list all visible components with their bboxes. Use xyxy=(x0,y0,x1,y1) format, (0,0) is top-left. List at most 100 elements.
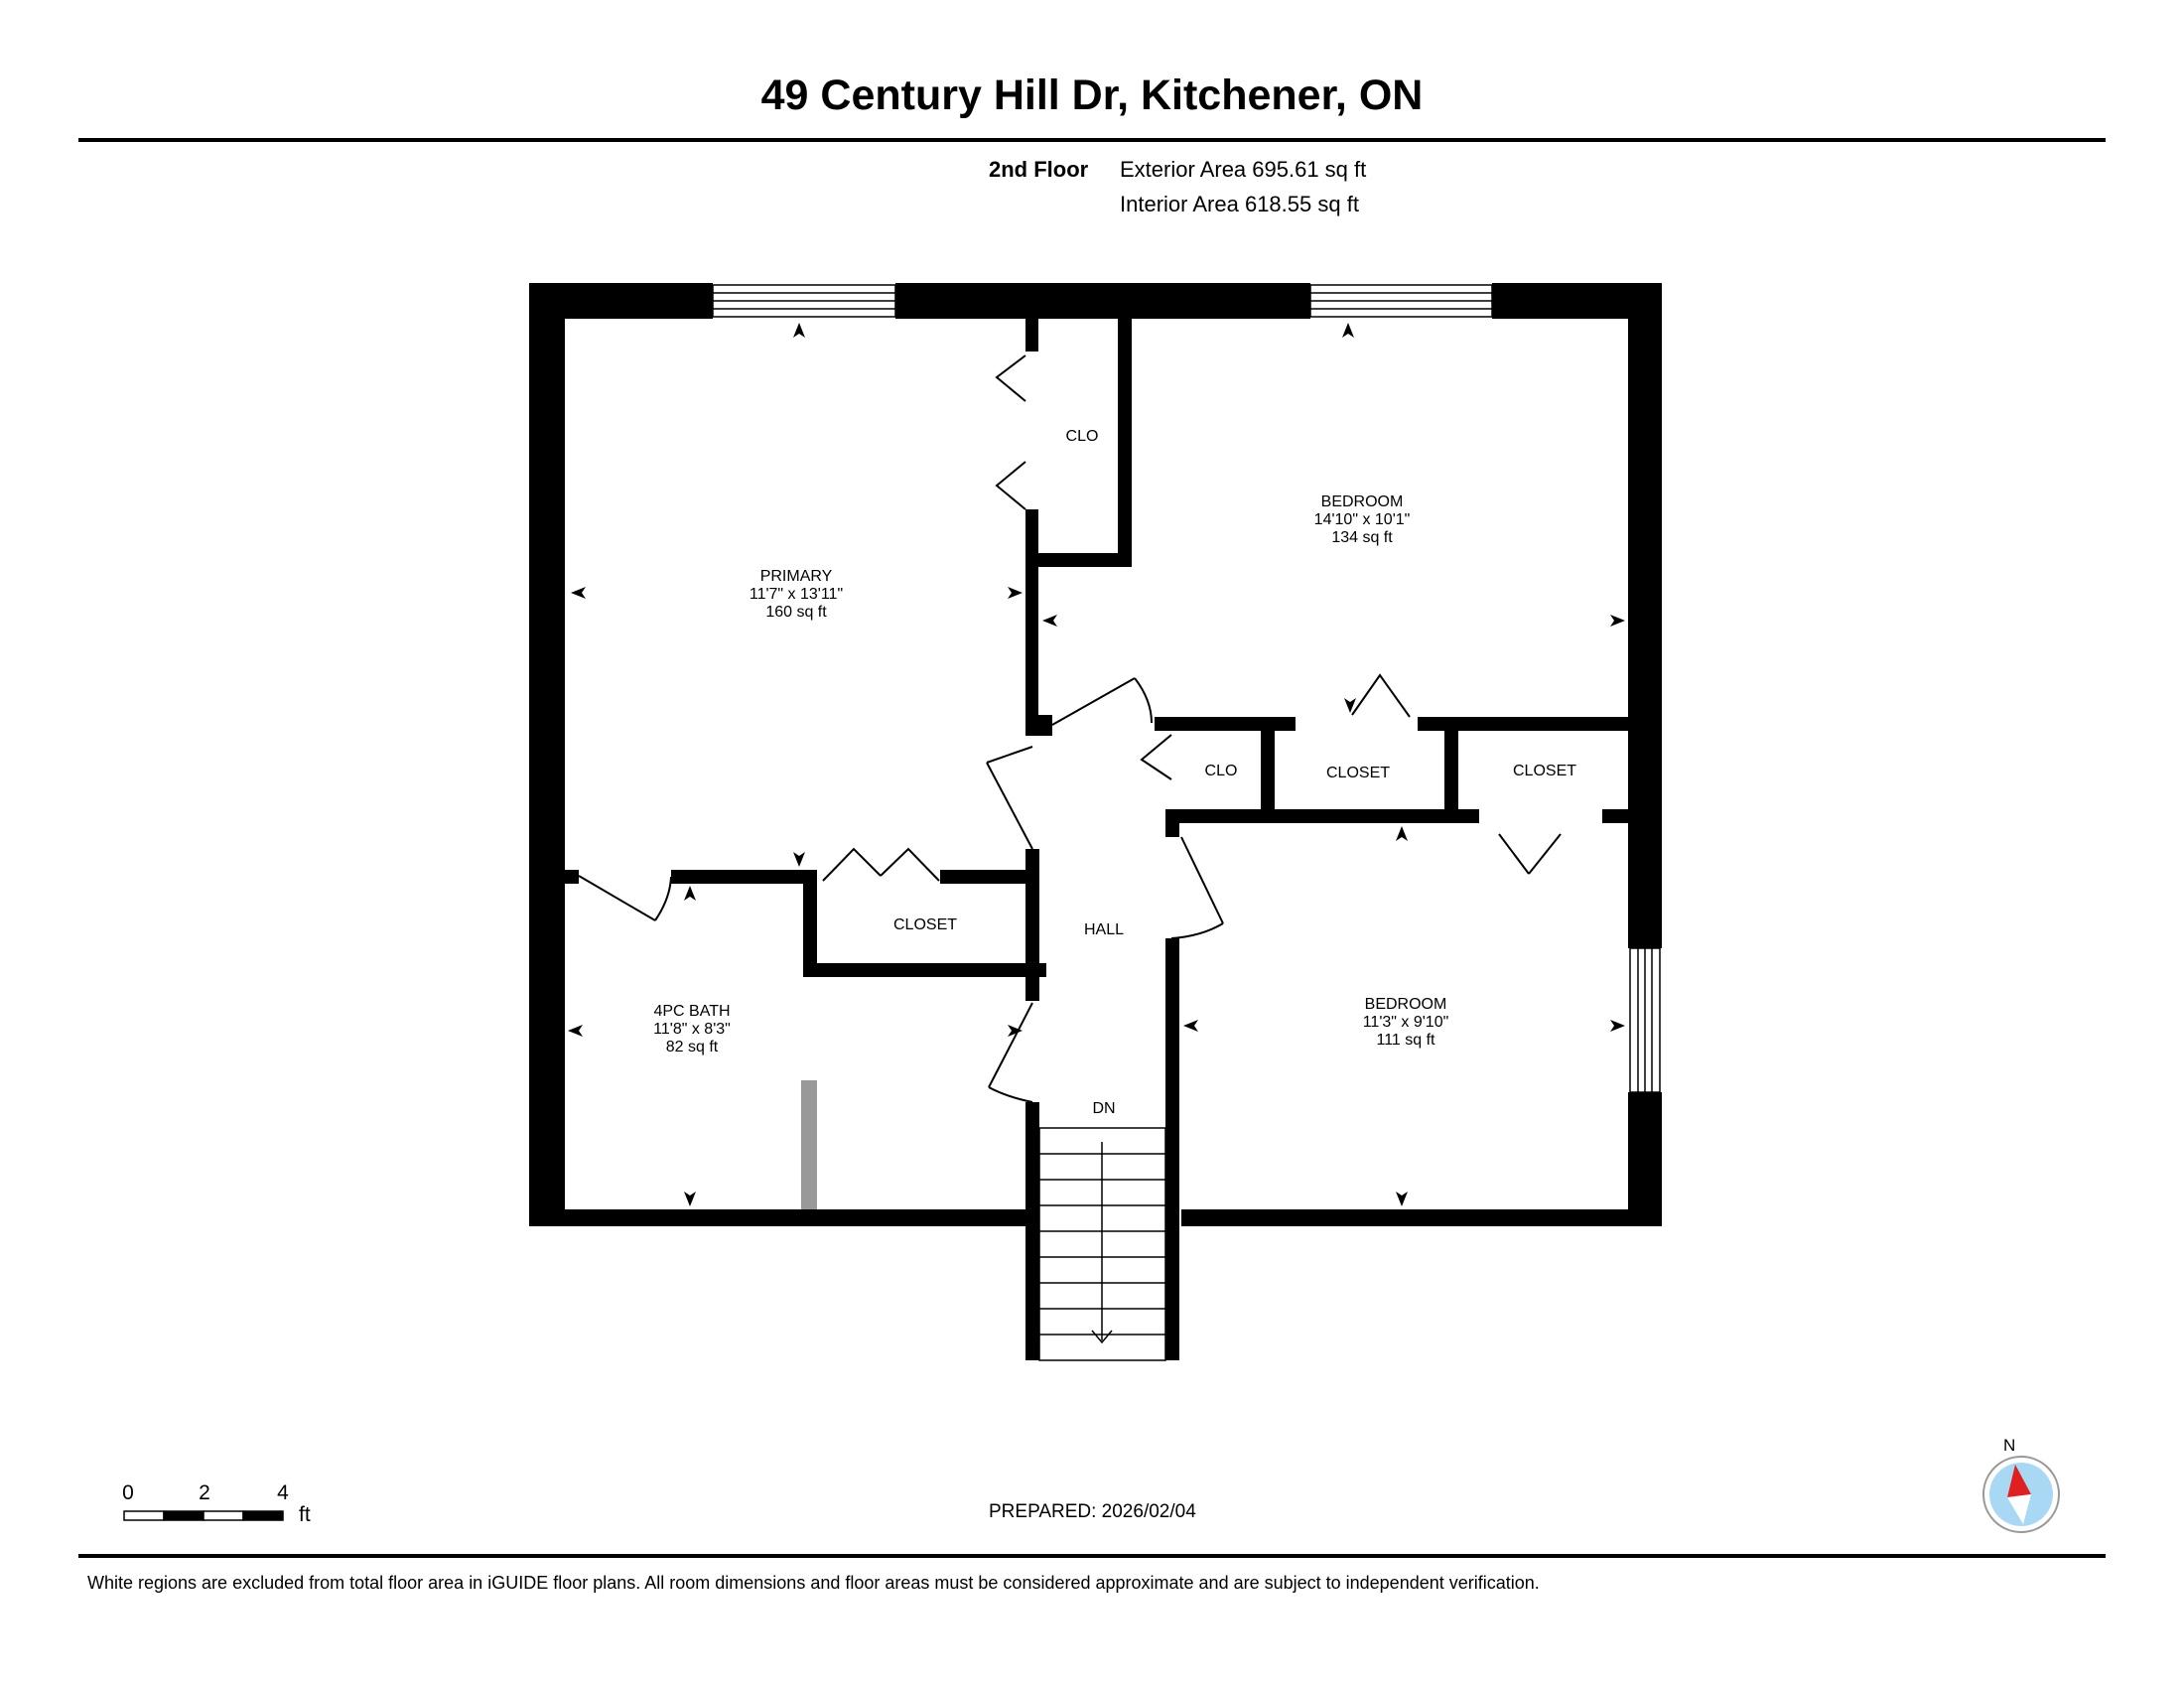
arrow-primary-w xyxy=(571,587,586,599)
wall-closet-north-stub xyxy=(940,870,1032,884)
arrow-bedroom-se-w xyxy=(1183,1020,1198,1032)
arrow-bath-e xyxy=(1008,1025,1023,1037)
wall-closet-right-stub xyxy=(1602,809,1628,823)
wall-hall-stub xyxy=(1038,715,1052,736)
dimension-arrows xyxy=(568,323,1625,1206)
wall-south-2 xyxy=(1181,1209,1662,1226)
door-hall-bath xyxy=(988,1002,1033,1088)
scale-tick-4: 4 xyxy=(277,1481,289,1504)
door-clo-small xyxy=(1140,734,1172,780)
wall-primary-east-top xyxy=(1025,319,1038,352)
scale-tick-2: 2 xyxy=(199,1481,210,1504)
arrow-bedroom-se-s xyxy=(1396,1192,1408,1206)
wall-closet-west xyxy=(803,870,817,977)
room-area: 134 sq ft xyxy=(1331,529,1393,546)
arrow-bath-n xyxy=(684,886,696,901)
arrow-primary-e xyxy=(1008,587,1023,599)
room-clo-top: CLO xyxy=(1065,428,1099,445)
interior-area: Interior Area 618.55 sq ft xyxy=(1120,192,1359,216)
exterior-walls xyxy=(529,283,1662,1226)
door-bedroom-se xyxy=(1180,836,1224,924)
room-dims: 11'8" x 8'3" xyxy=(653,1021,731,1038)
room-closet-mid: CLOSET xyxy=(1325,765,1391,781)
door-hall-west xyxy=(986,746,1033,764)
door-closet-mid xyxy=(1351,673,1411,718)
wall-hall-west xyxy=(1025,849,1039,1001)
room-dims: 14'10" x 10'1" xyxy=(1313,511,1411,528)
room-closet-right: CLOSET xyxy=(1512,763,1577,779)
exterior-area: Exterior Area 695.61 sq ft xyxy=(1120,157,1367,182)
room-bath: 4PC BATH 11'8" x 8'3" 82 sq ft xyxy=(653,1003,731,1056)
room-clo-small: CLO xyxy=(1204,763,1238,779)
door-primary xyxy=(1051,677,1136,726)
wall-east-2 xyxy=(1628,1092,1662,1226)
stairs xyxy=(1038,1127,1166,1361)
room-hall: HALL xyxy=(1083,921,1125,938)
wall-closets-south xyxy=(1165,809,1479,823)
room-dims: 11'7" x 13'11" xyxy=(749,586,844,603)
room-name: BEDROOM xyxy=(1320,493,1404,510)
door-closet-left-1 xyxy=(822,847,882,882)
page-title: 49 Century Hill Dr, Kitchener, ON xyxy=(760,71,1424,119)
wall-clo2-east xyxy=(1261,717,1275,816)
footer-rule xyxy=(78,1554,2106,1558)
room-name: 4PC BATH xyxy=(653,1003,731,1020)
wall-west xyxy=(529,283,565,1226)
bath-partition xyxy=(801,1080,817,1209)
wall-hall-east-stub xyxy=(1165,809,1179,837)
wall-stair-east xyxy=(1165,938,1179,1360)
wall-east-1 xyxy=(1628,283,1662,948)
wall-south-1 xyxy=(529,1209,1032,1226)
scale-tick-0: 0 xyxy=(122,1481,134,1504)
room-bedroom-ne: BEDROOM 14'10" x 10'1" 134 sq ft xyxy=(1314,493,1411,547)
arrow-primary-s xyxy=(793,852,805,867)
disclaimer: White regions are excluded from total fl… xyxy=(87,1573,1540,1593)
arrow-bath-w xyxy=(568,1025,583,1037)
wall-closet-south xyxy=(803,963,1046,977)
room-name: BEDROOM xyxy=(1364,996,1447,1013)
arrow-bedroom-ne-n xyxy=(1342,323,1354,338)
wall-north-2 xyxy=(895,283,1310,319)
wall-primary-east xyxy=(1025,509,1038,736)
door-closet-right-2 xyxy=(1498,833,1530,875)
arrow-bedroom-ne-w xyxy=(1042,615,1057,627)
scale-bar xyxy=(123,1510,284,1521)
wall-clo2-north xyxy=(1155,717,1296,731)
room-area: 111 sq ft xyxy=(1376,1032,1435,1049)
floor-name: 2nd Floor xyxy=(989,157,1089,182)
prepared-date: PREPARED: 2026/02/04 xyxy=(989,1501,1196,1522)
wall-closets-north xyxy=(1418,717,1628,731)
doors xyxy=(578,354,1562,1103)
room-area: 82 sq ft xyxy=(665,1039,719,1055)
stairs-label: DN xyxy=(1092,1100,1116,1117)
wall-closet-divider xyxy=(1444,717,1458,816)
door-closet-right-1 xyxy=(1528,833,1562,875)
windows xyxy=(712,284,1661,1093)
wall-stair-west xyxy=(1025,1102,1039,1360)
room-name: PRIMARY xyxy=(759,568,833,585)
arrow-primary-n xyxy=(793,323,805,338)
scale-unit: ft xyxy=(299,1503,311,1526)
compass-north-label: N xyxy=(2003,1436,2016,1455)
arrow-bedroom-se-e xyxy=(1610,1020,1625,1032)
wall-clo-east xyxy=(1118,319,1132,567)
wall-clo-south xyxy=(1025,553,1132,567)
interior-walls xyxy=(565,319,1628,1360)
arrow-bath-s xyxy=(684,1192,696,1206)
arrow-bedroom-se-n xyxy=(1396,826,1408,841)
door-bath xyxy=(578,875,656,921)
room-primary: PRIMARY 11'7" x 13'11" 160 sq ft xyxy=(750,568,843,622)
room-bedroom-se: BEDROOM 11'3" x 9'10" 111 sq ft xyxy=(1363,996,1449,1050)
arrow-bedroom-ne-s xyxy=(1344,698,1356,713)
door-clo-top-1 xyxy=(995,354,1026,402)
compass-icon xyxy=(1982,1456,2060,1533)
header-rule xyxy=(78,138,2106,142)
door-closet-left-2 xyxy=(880,847,940,882)
room-dims: 11'3" x 9'10" xyxy=(1362,1014,1449,1031)
room-area: 160 sq ft xyxy=(765,604,827,621)
arrow-bedroom-ne-e xyxy=(1610,615,1625,627)
wall-bath-stub xyxy=(565,870,579,884)
wall-bath-north xyxy=(671,870,817,884)
door-clo-top-2 xyxy=(995,461,1026,510)
